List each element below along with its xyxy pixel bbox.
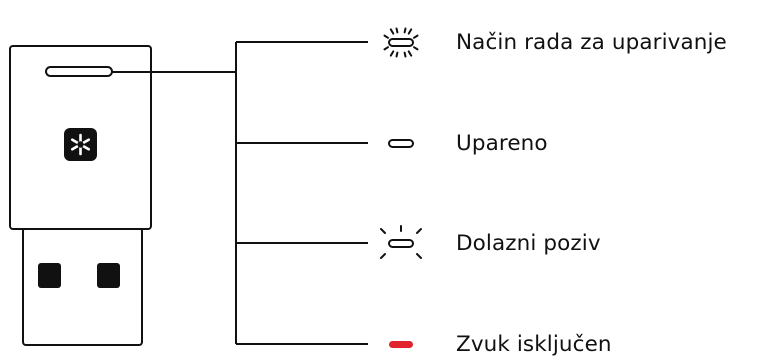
usb-contact-left <box>38 263 61 288</box>
legend-label-muted: Zvuk isključen <box>456 332 612 357</box>
usb-plug <box>22 227 143 346</box>
usb-contact-right <box>97 263 120 288</box>
snowflake-asterisk-icon <box>64 128 97 161</box>
connector-lines <box>112 41 368 345</box>
receiver-body <box>9 45 152 230</box>
legend-label-pairing: Način rada za uparivanje <box>456 30 727 55</box>
legend-label-paired: Upareno <box>456 131 548 156</box>
led-slow-blink-icon <box>380 225 422 259</box>
legend-label-incoming-call: Dolazni poziv <box>456 231 601 256</box>
led-fast-blink-icon <box>383 27 419 58</box>
led-muted-icon <box>389 341 413 348</box>
led-steady-icon <box>388 139 414 148</box>
